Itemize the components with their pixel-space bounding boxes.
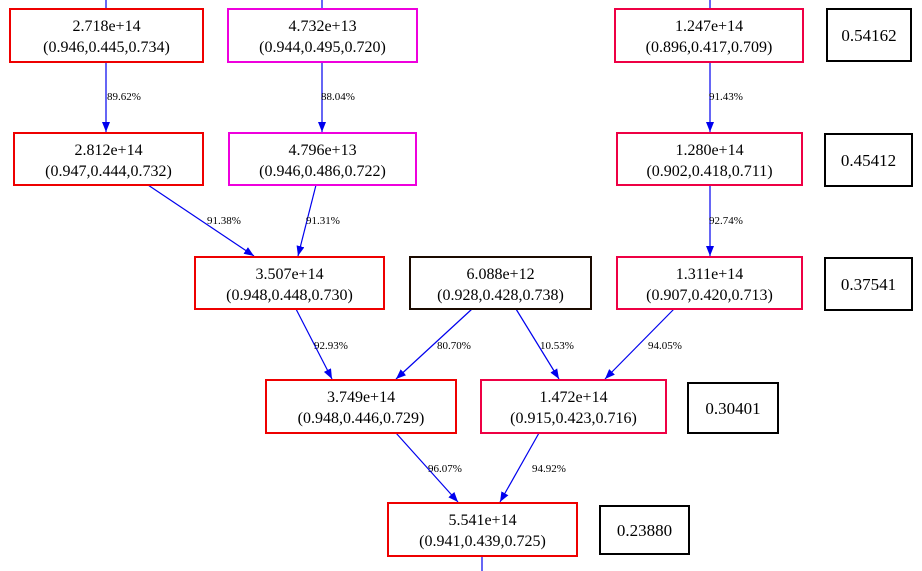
edge-arrow [295,308,333,380]
node-triple: (0.948,0.448,0.730) [226,287,353,304]
node-mass: 3.507e+14 [255,266,323,283]
node-triple: (0.944,0.495,0.720) [259,39,386,56]
edge-arrow [515,308,560,380]
node-box [13,132,204,186]
edge: 89.62% [102,62,141,132]
scale-factor-frame [826,8,912,62]
scale-factor-label: 0.23880 [617,521,672,540]
scale-factor-label: 0.45412 [841,151,896,170]
halo-node: 6.088e+12 (0.928,0.428,0.738) [409,256,592,310]
edge: 80.70% [395,308,473,380]
halo-node: 1.280e+14 (0.902,0.418,0.711) [616,132,803,186]
scale-factor-box: 0.54162 [826,8,912,62]
node-box [616,132,803,186]
edge-label: 91.31% [306,215,340,227]
edge: 94.92% [499,432,566,503]
halo-node: 4.732e+13 (0.944,0.495,0.720) [227,8,418,63]
node-mass: 2.718e+14 [72,18,140,35]
node-mass: 5.541e+14 [448,512,516,529]
node-triple: (0.896,0.417,0.709) [646,39,773,56]
halo-node: 2.718e+14 (0.946,0.445,0.734) [9,8,204,63]
node-box [480,379,667,434]
edge: 10.53% [515,308,574,380]
edge-arrow [395,432,459,503]
halo-node: 1.311e+14 (0.907,0.420,0.713) [616,256,803,310]
node-triple: (0.948,0.446,0.729) [298,410,425,427]
node-mass: 6.088e+12 [466,266,534,283]
scale-factor-frame [824,133,913,187]
node-mass: 1.280e+14 [675,142,743,159]
edge-label: 91.38% [207,215,241,227]
node-triple: (0.915,0.423,0.716) [510,410,637,427]
edge: 96.07% [395,432,462,503]
edge-label: 88.04% [321,91,355,103]
halo-node: 4.796e+13 (0.946,0.486,0.722) [228,132,417,186]
scale-factor-box: 0.45412 [824,133,913,187]
node-box [9,8,204,63]
halo-node: 1.472e+14 (0.915,0.423,0.716) [480,379,667,434]
edge-label: 80.70% [437,340,471,352]
edge-label: 94.92% [532,463,566,475]
halo-node: 3.749e+14 (0.948,0.446,0.729) [265,379,457,434]
edge: 91.31% [296,184,340,257]
node-box [616,256,803,310]
node-triple: (0.946,0.445,0.734) [43,39,170,56]
edge-label: 94.05% [648,340,682,352]
edge-arrow [499,432,540,503]
scale-factor-frame [687,382,779,434]
scale-factor-box: 0.30401 [687,382,779,434]
edge: 94.05% [604,308,682,380]
scale-factor-label: 0.37541 [841,275,896,294]
halo-node: 1.247e+14 (0.896,0.417,0.709) [614,8,804,63]
edge-label: 96.07% [428,463,462,475]
scale-factor-label: 0.30401 [705,399,760,418]
scale-factor-box: 0.23880 [599,505,690,555]
node-box [227,8,418,63]
node-box [387,502,578,557]
edge: 91.38% [147,184,255,257]
edge: 92.74% [706,185,743,256]
node-mass: 4.732e+13 [288,18,356,35]
scale-factor-label: 0.54162 [841,26,896,45]
node-box [265,379,457,434]
edge-label: 10.53% [540,340,574,352]
edges-layer: 89.62% 88.04% 91.43% 91.38% 91.31% 92.74% 92.9… [102,0,743,571]
halo-node: 3.507e+14 (0.948,0.448,0.730) [194,256,385,310]
node-triple: (0.928,0.428,0.738) [437,287,564,304]
node-box [228,132,417,186]
edge-arrow [604,308,675,380]
edge-label: 91.43% [709,91,743,103]
scale-factor-box: 0.37541 [824,257,913,311]
edge-label: 92.74% [709,215,743,227]
halo-node: 2.812e+14 (0.947,0.444,0.732) [13,132,204,186]
node-mass: 1.472e+14 [539,389,607,406]
node-mass: 3.749e+14 [327,389,395,406]
scale-factor-column: 0.54162 0.45412 0.37541 0.30401 0.23880 [599,8,913,555]
halo-node: 5.541e+14 (0.941,0.439,0.725) [387,502,578,557]
node-box [409,256,592,310]
node-mass: 2.812e+14 [74,142,142,159]
edge-arrow [296,184,317,257]
node-triple: (0.946,0.486,0.722) [259,163,386,180]
edge-arrow [147,184,255,257]
edge-label: 89.62% [107,91,141,103]
edge: 92.93% [295,308,348,380]
node-triple: (0.947,0.444,0.732) [45,163,172,180]
node-triple: (0.941,0.439,0.725) [419,533,546,550]
node-mass: 1.311e+14 [676,266,744,283]
nodes-layer: 2.718e+14 (0.946,0.445,0.734) 4.732e+13 (0.… [9,8,804,557]
node-box [614,8,804,63]
edge-arrow [395,308,473,380]
scale-factor-frame [599,505,690,555]
node-mass: 1.247e+14 [675,18,743,35]
node-box [194,256,385,310]
edge-label: 92.93% [314,340,348,352]
scale-factor-frame [824,257,913,311]
edge: 91.43% [706,62,743,132]
edge: 88.04% [318,62,355,132]
node-triple: (0.907,0.420,0.713) [646,287,773,304]
node-mass: 4.796e+13 [288,142,356,159]
node-triple: (0.902,0.418,0.711) [646,163,772,180]
